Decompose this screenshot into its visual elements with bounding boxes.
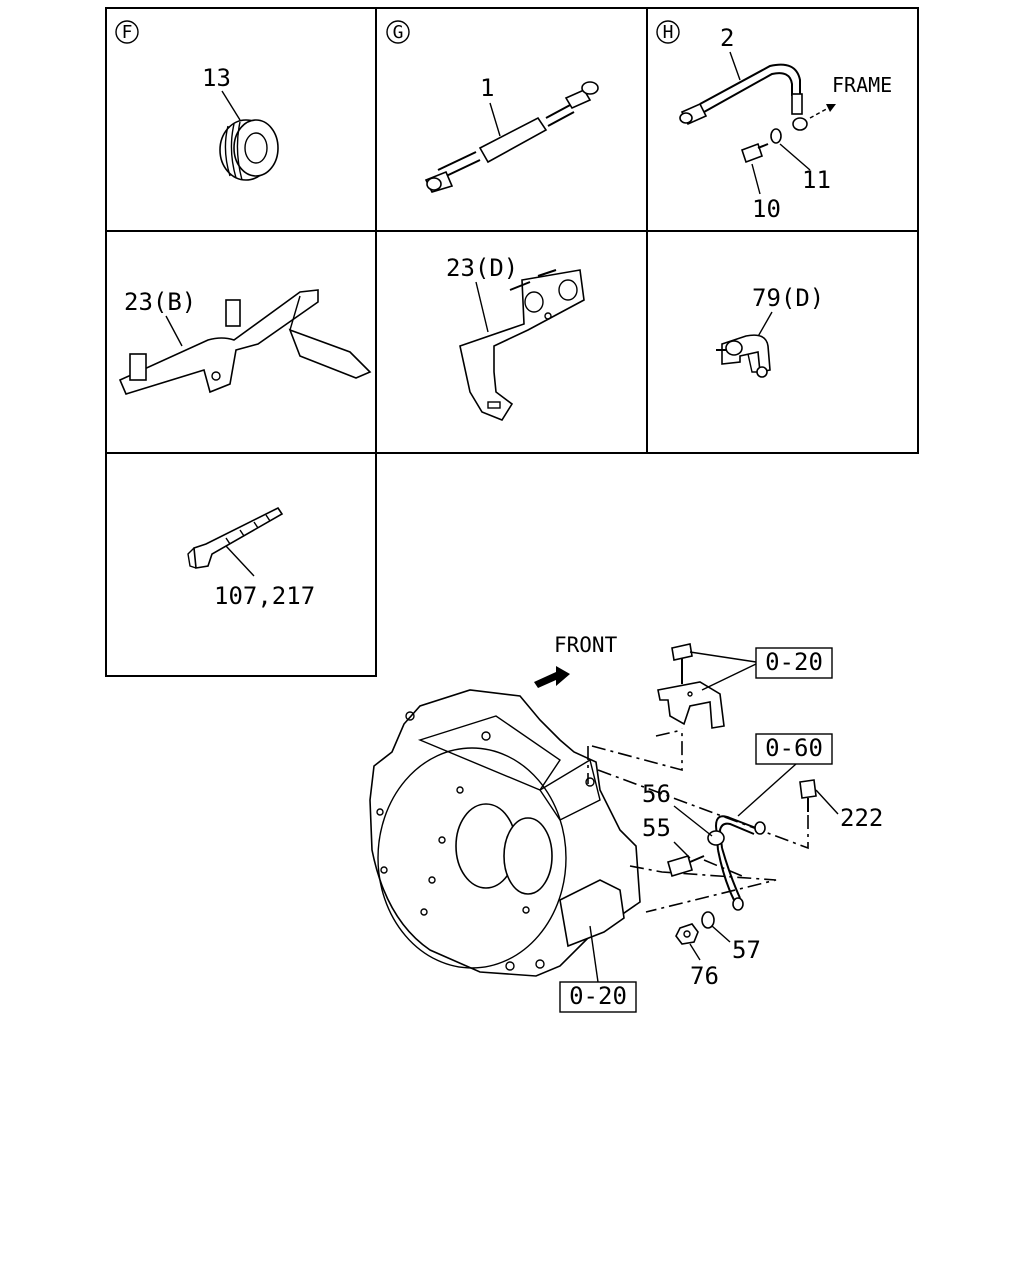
part-23b-label: 23(B) [124, 288, 196, 316]
washer-11 [770, 128, 782, 144]
panel-h-marker [656, 20, 680, 44]
panel-cable-tie: 107,217 [187, 506, 315, 610]
clip-79d-part [716, 334, 771, 378]
cable-part [424, 81, 599, 193]
part-57-label: 57 [732, 936, 761, 964]
ref-box-0-20-bottom-label: 0-20 [569, 982, 627, 1010]
panel-g: G 1 [386, 20, 599, 193]
main-assembly: FRONT [369, 633, 883, 1013]
panel-bracket-23d: 23(D) [446, 254, 585, 421]
panel-bracket-23b: 23(B) [118, 288, 372, 395]
panel-clip-79d: 79(D) [716, 284, 824, 378]
part-56-clip [707, 830, 725, 846]
part-57-washer [701, 911, 715, 929]
part-13-label: 13 [202, 64, 231, 92]
part-222-label: 222 [840, 804, 883, 832]
ref-box-0-20-top-label: 0-20 [765, 648, 823, 676]
transmission-housing [369, 689, 641, 977]
part-11-label: 11 [802, 166, 831, 194]
ref-box-0-20-bottom: 0-20 [559, 981, 637, 1013]
bracket-23b-part [118, 289, 372, 395]
mount-bracket [657, 643, 725, 729]
pipe-part [714, 815, 766, 911]
frame-arrow [809, 104, 836, 119]
front-arrow-icon [534, 666, 570, 688]
part-56-label: 56 [642, 780, 671, 808]
bolt-10 [740, 142, 769, 164]
part-10-label: 10 [752, 195, 781, 223]
panel-f-marker [115, 20, 139, 44]
ref-box-0-60-label: 0-60 [765, 734, 823, 762]
part-2-label: 2 [720, 24, 734, 52]
ground-cable-part [679, 63, 808, 131]
part-76-label: 76 [690, 962, 719, 990]
part-107-217-label: 107,217 [214, 582, 315, 610]
ref-box-0-20-top: 0-20 [755, 647, 833, 679]
panel-h: H 2 FRAME 11 10 [656, 20, 892, 223]
part-1-label: 1 [480, 74, 494, 102]
panel-f: F 13 [115, 20, 279, 181]
frame-label: FRAME [832, 73, 892, 97]
panel-h-letter: H [663, 22, 674, 43]
panel-g-letter: G [393, 22, 404, 43]
part-222-bolt [799, 779, 817, 812]
cable-tie-part [187, 506, 284, 569]
bracket-23d-part [459, 269, 585, 421]
panel-grid [105, 7, 919, 677]
panel-g-marker [386, 20, 410, 44]
front-label: FRONT [554, 633, 618, 657]
panel-f-letter: F [122, 22, 133, 43]
part-23d-label: 23(D) [446, 254, 518, 282]
part-55-bolt [667, 855, 705, 877]
part-79d-label: 79(D) [752, 284, 824, 312]
ref-box-0-60: 0-60 [755, 733, 833, 765]
part-55-label: 55 [642, 814, 671, 842]
grommet-part [219, 119, 279, 181]
part-76-nut [675, 923, 699, 945]
